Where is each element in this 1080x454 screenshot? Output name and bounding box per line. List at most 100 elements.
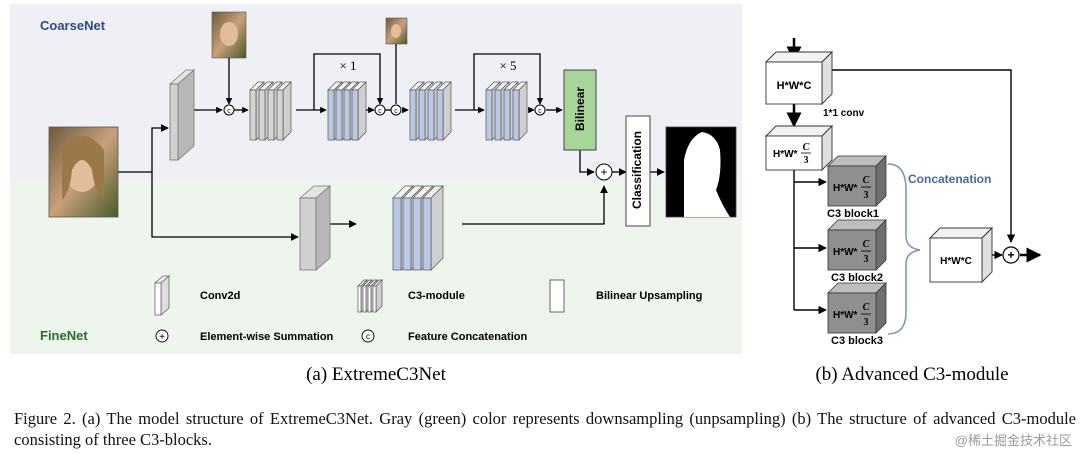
- svg-text:H*W*C: H*W*C: [940, 256, 972, 267]
- concatenation-brace: [887, 163, 921, 335]
- c3-slab: [512, 89, 520, 141]
- c3-module-gray: [249, 81, 292, 141]
- svg-text:c: c: [227, 108, 231, 115]
- concat-op-4: c: [534, 104, 546, 116]
- legend-conv2d-icon: [153, 275, 171, 316]
- finenet-region: [10, 180, 742, 354]
- figure-caption: Figure 2. (a) The model structure of Ext…: [14, 409, 1076, 449]
- svg-text:H*W*: H*W*: [773, 149, 798, 160]
- svg-text:c: c: [378, 108, 382, 115]
- legend-concat-label: Feature Concatenation: [408, 331, 527, 343]
- legend-bilinear-label: Bilinear Upsampling: [596, 290, 702, 302]
- c3-block-face: H*W*: [833, 310, 858, 321]
- legend-c3-slab: [362, 285, 367, 313]
- svg-text:c: c: [538, 108, 542, 115]
- conv2d-block-fine: [298, 185, 332, 271]
- finenet-label: FineNet: [40, 328, 88, 343]
- sum-op-main: +: [595, 163, 613, 181]
- svg-text:C: C: [803, 142, 810, 153]
- svg-text:Bilinear: Bilinear: [573, 87, 587, 131]
- guide-image-1: [211, 11, 247, 59]
- legend-c3-slab: [375, 279, 383, 313]
- legend-c3-slab: [357, 285, 362, 313]
- concat-op-3: c: [390, 104, 402, 116]
- svg-text:c: c: [394, 108, 398, 115]
- c3-block-3: H*W*C3: [827, 282, 887, 334]
- concat-op-2: c: [374, 104, 386, 116]
- c3-block-face: 3: [864, 254, 869, 265]
- legend-sum-icon: +: [155, 329, 169, 343]
- svg-text:+: +: [600, 165, 607, 179]
- c3-slab: [503, 89, 511, 141]
- c3-slab: [357, 81, 367, 141]
- c3-slab: [422, 197, 432, 271]
- concat-op-1: c: [223, 104, 235, 116]
- watermark: @稀土掘金技术社区: [954, 433, 1072, 448]
- input-portrait-image: [48, 126, 119, 218]
- c3-block-face: [827, 292, 877, 334]
- c3-slab: [409, 89, 417, 141]
- classification-block: Classification: [625, 115, 651, 227]
- c3-block-face: 3: [864, 190, 869, 201]
- svg-text:c: c: [366, 332, 370, 341]
- c3-module-blue-2: [409, 81, 452, 141]
- c3-slab: [276, 89, 284, 141]
- coarsenet-region: [10, 4, 742, 180]
- c3-block-face: [827, 229, 877, 271]
- c3-slab: [436, 89, 444, 141]
- c3-block-2: H*W* C 3: [827, 219, 887, 271]
- c3-module-blue-1: [327, 81, 367, 141]
- c3-block-label-1: C3 block1: [827, 208, 879, 220]
- c3-block-face: C: [863, 239, 870, 250]
- c3-slab: [430, 185, 444, 271]
- c3-slab: [442, 81, 452, 141]
- c3-module-blue-fine: [392, 185, 444, 271]
- coarsenet-label: CoarseNet: [40, 18, 106, 33]
- c3-block-face: H*W*: [833, 247, 858, 258]
- c3-slab: [267, 89, 275, 141]
- c3-block-face: 3: [864, 317, 869, 328]
- legend-c3module-icon: [357, 279, 383, 313]
- c3-slab: [282, 81, 292, 141]
- legend-bilinear-icon: [549, 279, 565, 313]
- c3-slab: [518, 81, 528, 141]
- module-output-box: H*W*C: [928, 226, 994, 284]
- conv-1x1-label: 1*1 conv: [823, 108, 865, 119]
- bilinear-upsampling-block: Bilinear: [563, 69, 597, 151]
- c3-slab: [427, 89, 435, 141]
- c3-slab: [335, 89, 343, 141]
- c3-slab: [327, 89, 335, 141]
- output-mask-image: [665, 126, 737, 218]
- svg-text:Classification: Classification: [630, 131, 644, 209]
- c3-slab: [418, 89, 426, 141]
- c3-block-label-3: C3 block3: [831, 335, 883, 347]
- conv2d-block-coarse: [168, 69, 196, 161]
- panel-a-subcaption: (a) ExtremeC3Net: [306, 364, 447, 385]
- panel-b-subcaption: (b) Advanced C3-module: [815, 364, 1008, 385]
- svg-text:H*W*C: H*W*C: [777, 80, 812, 92]
- svg-text:+: +: [159, 332, 165, 343]
- c3-block-face: [827, 165, 877, 207]
- c3-slab: [249, 89, 257, 141]
- c3-block-face: C: [863, 175, 870, 186]
- c3-module-blue-3: [485, 81, 528, 141]
- module-input-box: H*W*C: [764, 50, 834, 106]
- legend-c3-slab: [367, 285, 372, 313]
- c3-slab: [343, 89, 351, 141]
- c3-slab: [402, 197, 412, 271]
- legend-sum-label: Element-wise Summation: [200, 331, 334, 343]
- repeat-label-2: × 5: [499, 58, 516, 73]
- guide-image-2: [385, 17, 408, 45]
- legend-c3-slab: [372, 285, 377, 313]
- c3-block-1: H*W* C 3: [827, 155, 887, 207]
- c3-block-label-2: C3 block2: [831, 272, 883, 284]
- legend-c3module-label: C3-module: [408, 290, 465, 302]
- svg-text:+: +: [1007, 248, 1014, 262]
- repeat-label-1: × 1: [339, 58, 356, 73]
- c3-slab: [412, 197, 422, 271]
- c3-slab: [485, 89, 493, 141]
- c3-slab: [494, 89, 502, 141]
- c3-slab: [392, 197, 402, 271]
- c3-block-face: H*W*: [833, 183, 858, 194]
